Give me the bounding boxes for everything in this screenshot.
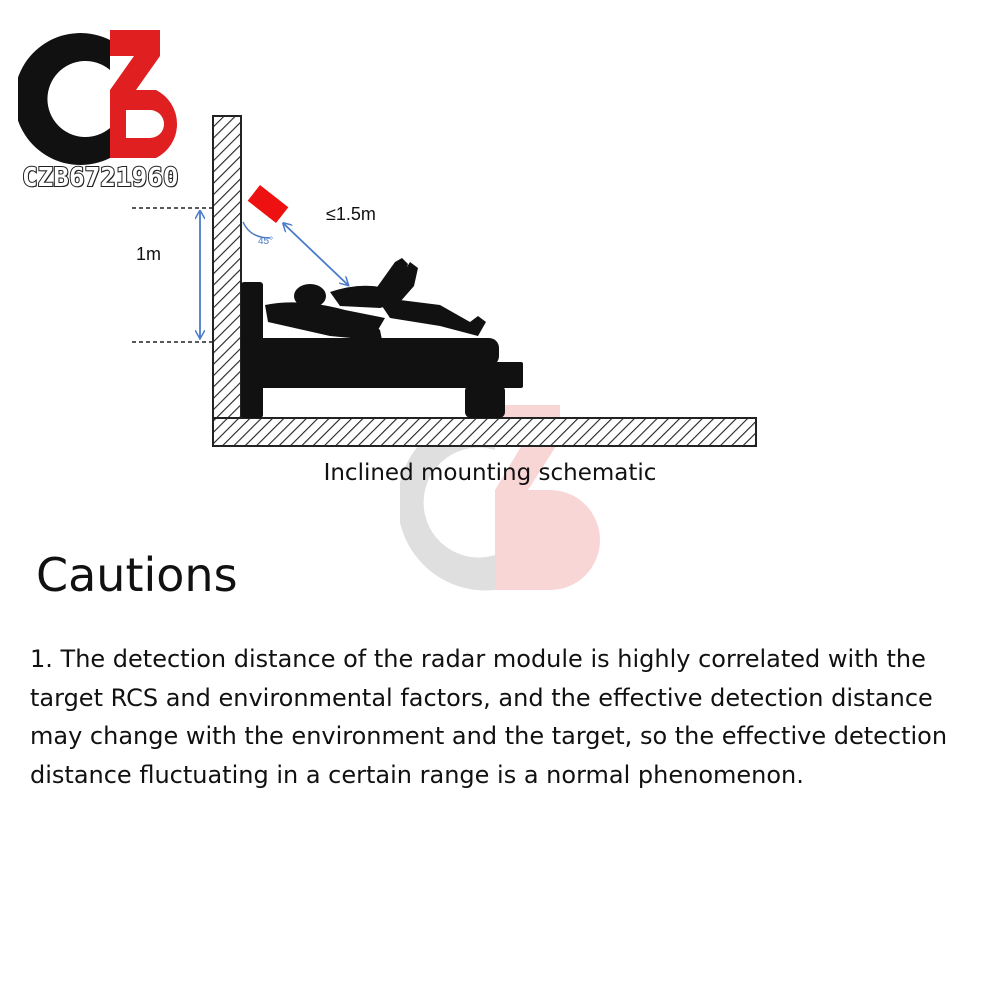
bed	[241, 282, 523, 418]
logo-c-shape	[18, 33, 110, 165]
height-label: 1m	[136, 244, 161, 264]
brand-logo-text: CZB6721960	[21, 162, 180, 194]
brand-logo	[18, 30, 178, 165]
caution-item-1: 1. The detection distance of the radar m…	[30, 645, 948, 789]
diagram-caption: Inclined mounting schematic	[323, 460, 657, 486]
mounting-diagram: 45° ≤1.5m 1m	[132, 115, 757, 447]
person-silhouette	[265, 258, 486, 340]
angle-arc	[242, 221, 271, 239]
distance-label: ≤1.5m	[326, 204, 376, 224]
floor	[212, 417, 757, 447]
distance-arrow	[284, 224, 348, 285]
wall	[212, 115, 242, 419]
angle-label: 45°	[258, 236, 273, 247]
watermark-logo	[400, 405, 600, 591]
radar-sensor	[247, 185, 289, 223]
cautions-title: Cautions	[36, 548, 238, 602]
